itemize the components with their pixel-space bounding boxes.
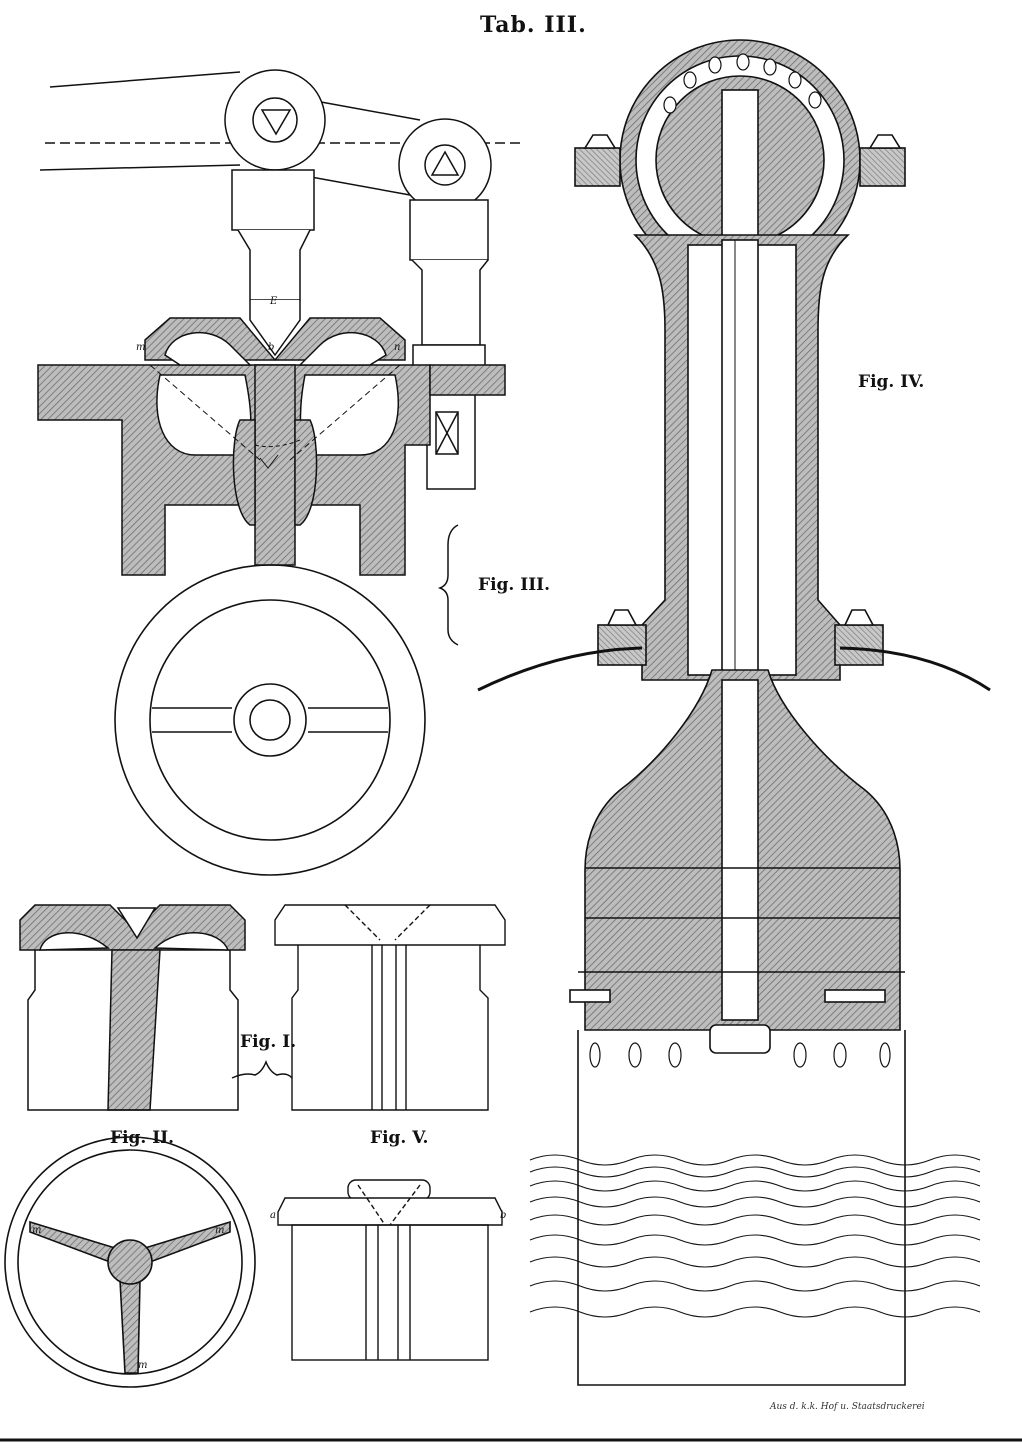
letter-n: n xyxy=(394,342,401,353)
fig2-section xyxy=(19,904,246,1111)
spoked-wheel xyxy=(4,1136,256,1388)
spoke-letter-m-3: m xyxy=(138,1360,148,1371)
fig4-float-body xyxy=(569,669,906,1386)
fig3-wheel xyxy=(114,564,426,876)
letter-b-right: b xyxy=(500,1210,507,1221)
fig3-section-body xyxy=(37,317,506,576)
printer-imprint: Aus d. k.k. Hof u. Staatsdruckerei xyxy=(770,1402,925,1412)
fig2-label: Fig. II. xyxy=(110,1128,175,1148)
letter-m: m xyxy=(136,342,146,353)
fig1-label: Fig. I. xyxy=(240,1032,297,1052)
fig5-label: Fig. V. xyxy=(370,1128,429,1148)
bottom-cylinder xyxy=(277,1179,503,1361)
fig3-brace xyxy=(437,524,459,646)
letter-b: b xyxy=(268,342,275,353)
fig5-drawing xyxy=(274,904,506,1111)
fig3-mechanism xyxy=(39,69,520,490)
letter-a: a xyxy=(270,1210,276,1221)
plate-title: Tab. III. xyxy=(480,12,587,38)
fig4-label: Fig. IV. xyxy=(858,372,925,392)
spoke-letter-m-1: m xyxy=(32,1225,42,1236)
fig1-brace xyxy=(231,1059,293,1079)
letter-E: E xyxy=(270,296,278,307)
fig4-water-waves xyxy=(529,1154,981,1318)
fig3-label: Fig. III. xyxy=(478,575,551,595)
spoke-letter-m-2: m xyxy=(215,1225,225,1236)
